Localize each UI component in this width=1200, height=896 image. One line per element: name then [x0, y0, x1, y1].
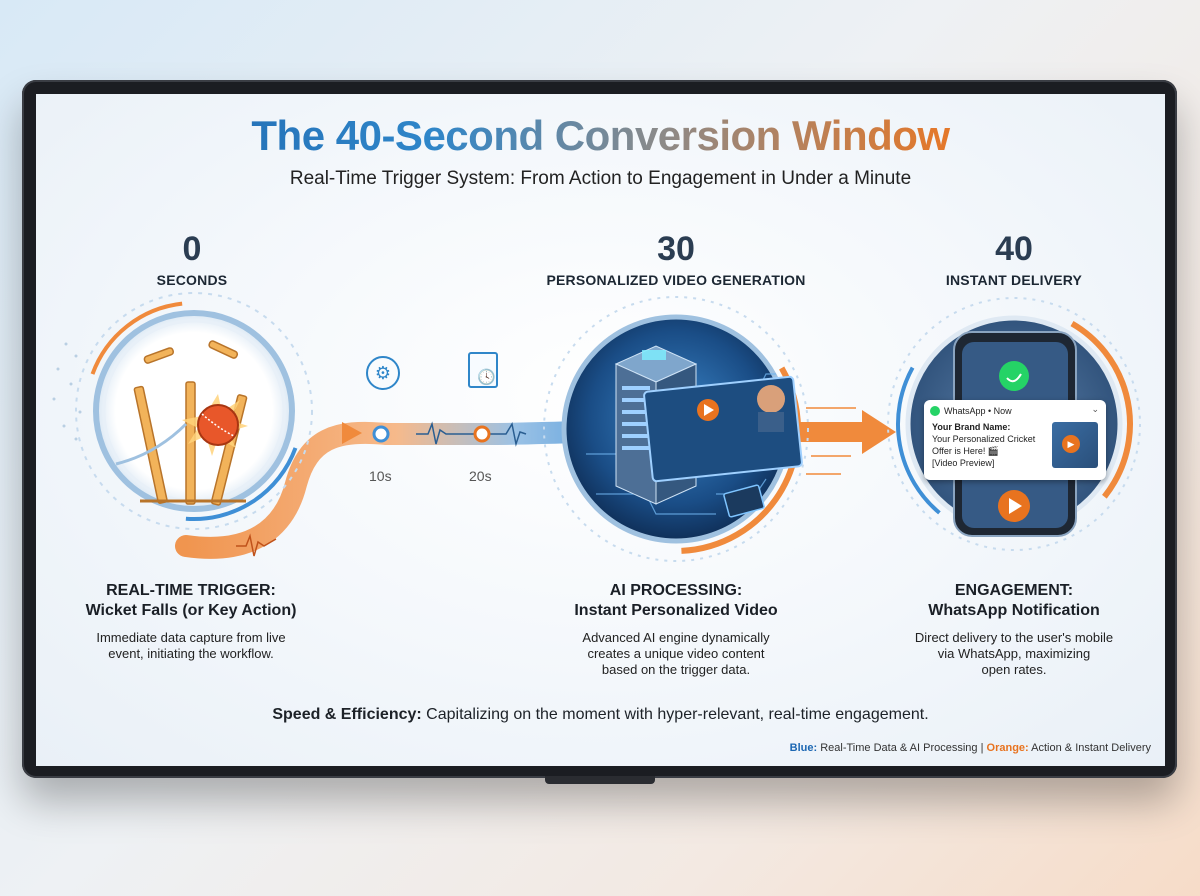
- notification-line2: Offer is Here! 🎬: [932, 446, 1000, 456]
- legend-orange-text: Action & Instant Delivery: [1028, 742, 1151, 754]
- gear-refresh-icon: ⚙: [366, 356, 400, 390]
- notification-line1: Your Personalized Cricket: [932, 434, 1036, 444]
- tick-marker-20s: [473, 425, 491, 443]
- legend-separator: |: [977, 742, 987, 754]
- stage-delivery-number: 40: [995, 230, 1033, 268]
- caption-title-line: WhatsApp Notification: [928, 602, 1100, 619]
- screen: The 40-Second Conversion Window Real-Tim…: [36, 94, 1165, 766]
- caption-body-line: Advanced AI engine dynamically: [582, 630, 770, 645]
- page-title: The 40-Second Conversion Window: [36, 112, 1165, 160]
- stage-ai-description: Advanced AI engine dynamically creates a…: [536, 630, 816, 678]
- footer-text: Capitalizing on the moment with hyper-re…: [421, 706, 929, 723]
- flow-arrow-path: [175, 421, 797, 559]
- whatsapp-icon: [999, 361, 1029, 391]
- caption-body-line: open rates.: [981, 662, 1047, 677]
- stage-ai-visual: [543, 296, 809, 562]
- caption-title-line: REAL-TIME TRIGGER:: [106, 582, 276, 599]
- speed-lines: [806, 407, 856, 475]
- stage-ai-title: AI PROCESSING: Instant Personalized Vide…: [536, 581, 816, 621]
- video-thumbnail: ▶: [1052, 422, 1098, 468]
- pulse-line: [236, 533, 277, 557]
- caption-title-line: ENGAGEMENT:: [954, 582, 1074, 599]
- footer-statement: Speed & Efficiency: Capitalizing on the …: [36, 706, 1165, 724]
- legend-blue-text: Real-Time Data & AI Processing: [817, 742, 978, 754]
- stage-trigger-title: REAL-TIME TRIGGER: Wicket Falls (or Key …: [56, 581, 326, 621]
- stage-trigger-label: SECONDS: [156, 272, 228, 288]
- whatsapp-small-icon: [930, 406, 940, 416]
- tick-marker-10s: [372, 425, 390, 443]
- caption-title-line: Wicket Falls (or Key Action): [85, 602, 297, 619]
- video-card: [643, 375, 803, 483]
- stage-trigger-description: Immediate data capture from live event, …: [56, 630, 326, 662]
- tick-label-20s: 20s: [469, 468, 492, 484]
- arrow-head-2: [862, 410, 896, 454]
- stage-delivery-label: INSTANT DELIVERY: [945, 272, 1083, 288]
- stage-delivery-description: Direct delivery to the user's mobile via…: [874, 630, 1154, 678]
- legend-orange-key: Orange:: [986, 742, 1029, 754]
- stage-delivery-title: ENGAGEMENT: WhatsApp Notification: [874, 581, 1154, 621]
- stage-ai-label: PERSONALIZED VIDEO GENERATION: [546, 272, 806, 288]
- stage-trigger-visual: [75, 292, 313, 530]
- dot-pattern-left: [52, 342, 82, 441]
- notification-app-line: WhatsApp • Now: [944, 406, 1012, 416]
- arrow-head-1: [342, 422, 362, 444]
- stage-ai-number: 30: [657, 230, 695, 268]
- caption-body-line: creates a unique video content: [587, 646, 765, 661]
- caption-title-line: Instant Personalized Video: [574, 602, 778, 619]
- stage-trigger-number: 0: [182, 230, 202, 268]
- caption-body-line: via WhatsApp, maximizing: [937, 646, 1091, 661]
- page-subtitle: Real-Time Trigger System: From Action to…: [289, 168, 912, 189]
- color-legend: Blue: Real-Time Data & AI Processing | O…: [790, 742, 1151, 754]
- caption-title-line: AI PROCESSING:: [609, 582, 743, 599]
- document-clock-icon: 🕓: [468, 352, 498, 388]
- footer-bold: Speed & Efficiency:: [272, 706, 422, 723]
- tick-label-10s: 10s: [369, 468, 392, 484]
- chevron-down-icon: ⌄: [1091, 404, 1099, 414]
- notification-line3: [Video Preview]: [932, 458, 995, 468]
- caption-body-line: Direct delivery to the user's mobile: [914, 630, 1114, 645]
- caption-body-line: event, initiating the workflow.: [108, 646, 274, 661]
- cricket-wicket-icon: [115, 340, 248, 506]
- pulse-line-2: [416, 421, 527, 447]
- play-thumbnail-icon: ▶: [1062, 435, 1080, 453]
- notification-brand: Your Brand Name:: [932, 422, 1011, 432]
- monitor-stand: [545, 776, 655, 784]
- caption-body-line: Immediate data capture from live: [96, 630, 286, 645]
- whatsapp-notification: WhatsApp • Now ⌄ Your Brand Name: Your P…: [924, 400, 1106, 480]
- legend-blue-key: Blue:: [789, 742, 818, 754]
- caption-body-line: based on the trigger data.: [601, 662, 751, 677]
